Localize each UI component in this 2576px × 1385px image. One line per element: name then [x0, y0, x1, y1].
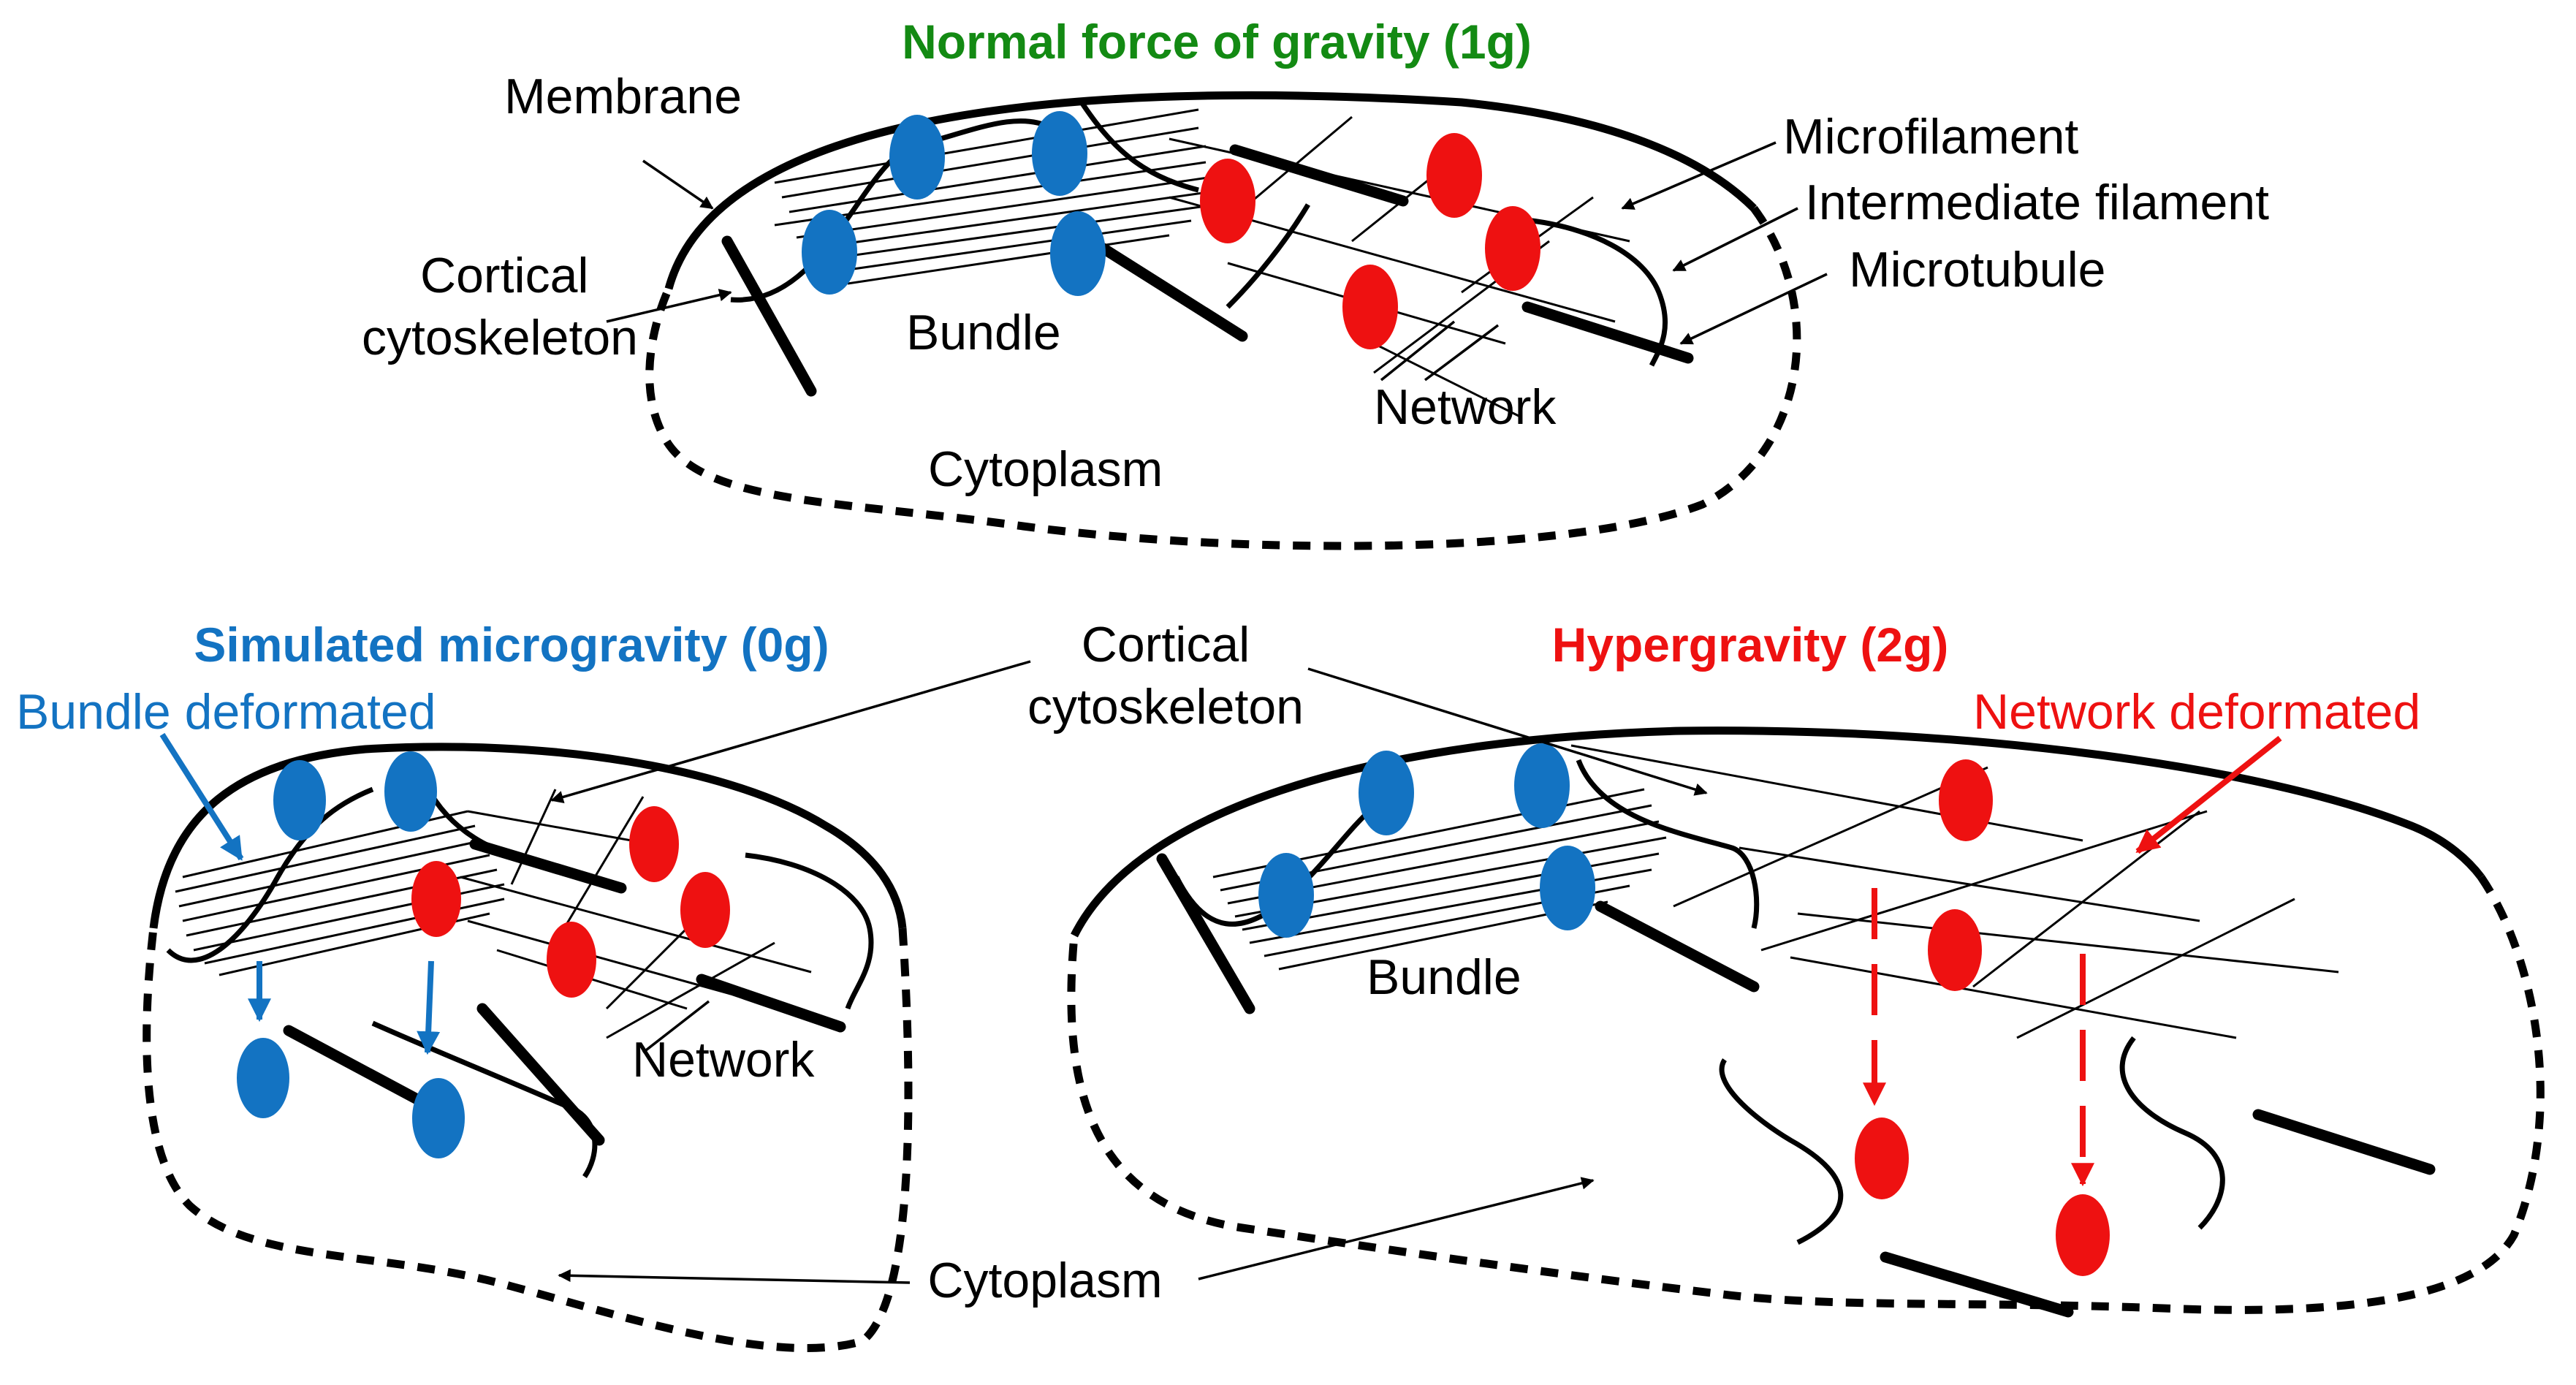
left-cell-boundary-dashed: [143, 927, 913, 1352]
shared-cytoplasm-label: Cytoplasm: [927, 1253, 1162, 1308]
shared-cortical-label-2: cytoskeleton: [1027, 679, 1304, 735]
left-cell: [143, 743, 913, 1352]
right-network-deformated-label: Network deformated: [1973, 684, 2420, 740]
left-displacement-arrows: [159, 732, 441, 1055]
right-blue-proteins: [1258, 743, 1595, 938]
shared-pointer-arrows: [550, 660, 1708, 1284]
top-bundle-label: Bundle: [906, 305, 1061, 360]
right-displacement-arrows: [1863, 735, 2282, 1187]
top-cortical-label-1: Cortical: [420, 248, 589, 303]
right-microtubules: [1156, 853, 2436, 1318]
left-network-label: Network: [632, 1032, 815, 1088]
top-microtubule-label: Microtubule: [1849, 242, 2106, 297]
left-bundle-deformated-label: Bundle deformated: [16, 684, 436, 740]
right-membrane-solid: [1071, 726, 2485, 938]
right-title: Hypergravity (2g): [1552, 618, 1949, 672]
right-red-proteins: [1855, 759, 2110, 1276]
top-cortical-label-2: cytoskeleton: [362, 310, 638, 365]
left-panel-microgravity: Simulated microgravity (0g) Bundle defor…: [16, 618, 913, 1352]
top-cell: [645, 91, 1801, 550]
top-cytoplasm-label: Cytoplasm: [928, 441, 1163, 497]
right-panel-hypergravity: Hypergravity (2g) Network deformated Bun…: [1067, 618, 2545, 1318]
left-red-proteins: [411, 806, 730, 998]
top-panel-normal-gravity: Normal force of gravity (1g) Membrane Co…: [362, 15, 2269, 550]
top-red-proteins: [1200, 133, 1540, 349]
left-pointer-lines: [642, 1000, 710, 1054]
right-bundle-label: Bundle: [1367, 949, 1521, 1005]
shared-labels: Cortical cytoskeleton Cytoplasm: [550, 617, 1708, 1308]
top-network-label: Network: [1374, 379, 1557, 435]
top-intermediate-filament-label: Intermediate filament: [1805, 175, 2269, 230]
left-membrane-solid: [149, 743, 907, 929]
top-membrane-label: Membrane: [504, 69, 742, 124]
top-membrane-solid: [664, 91, 1757, 290]
top-microfilament-label: Microfilament: [1783, 109, 2078, 164]
shared-cortical-label-1: Cortical: [1082, 617, 1250, 672]
top-bundle-lines: [774, 108, 1214, 285]
right-intermediate-filaments: [1174, 759, 2225, 1245]
top-cell-boundary-dashed: [645, 205, 1801, 550]
right-cell-boundary-dashed: [1067, 874, 2545, 1314]
top-title: Normal force of gravity (1g): [902, 15, 1532, 69]
top-blue-proteins: [802, 111, 1106, 296]
top-pointer-arrows: [606, 141, 1828, 382]
right-cell: [1067, 726, 2545, 1314]
left-blue-proteins: [237, 751, 465, 1158]
right-network-lines: [1570, 744, 2339, 1039]
top-microtubules: [721, 144, 1694, 397]
left-title: Simulated microgravity (0g): [194, 618, 829, 672]
